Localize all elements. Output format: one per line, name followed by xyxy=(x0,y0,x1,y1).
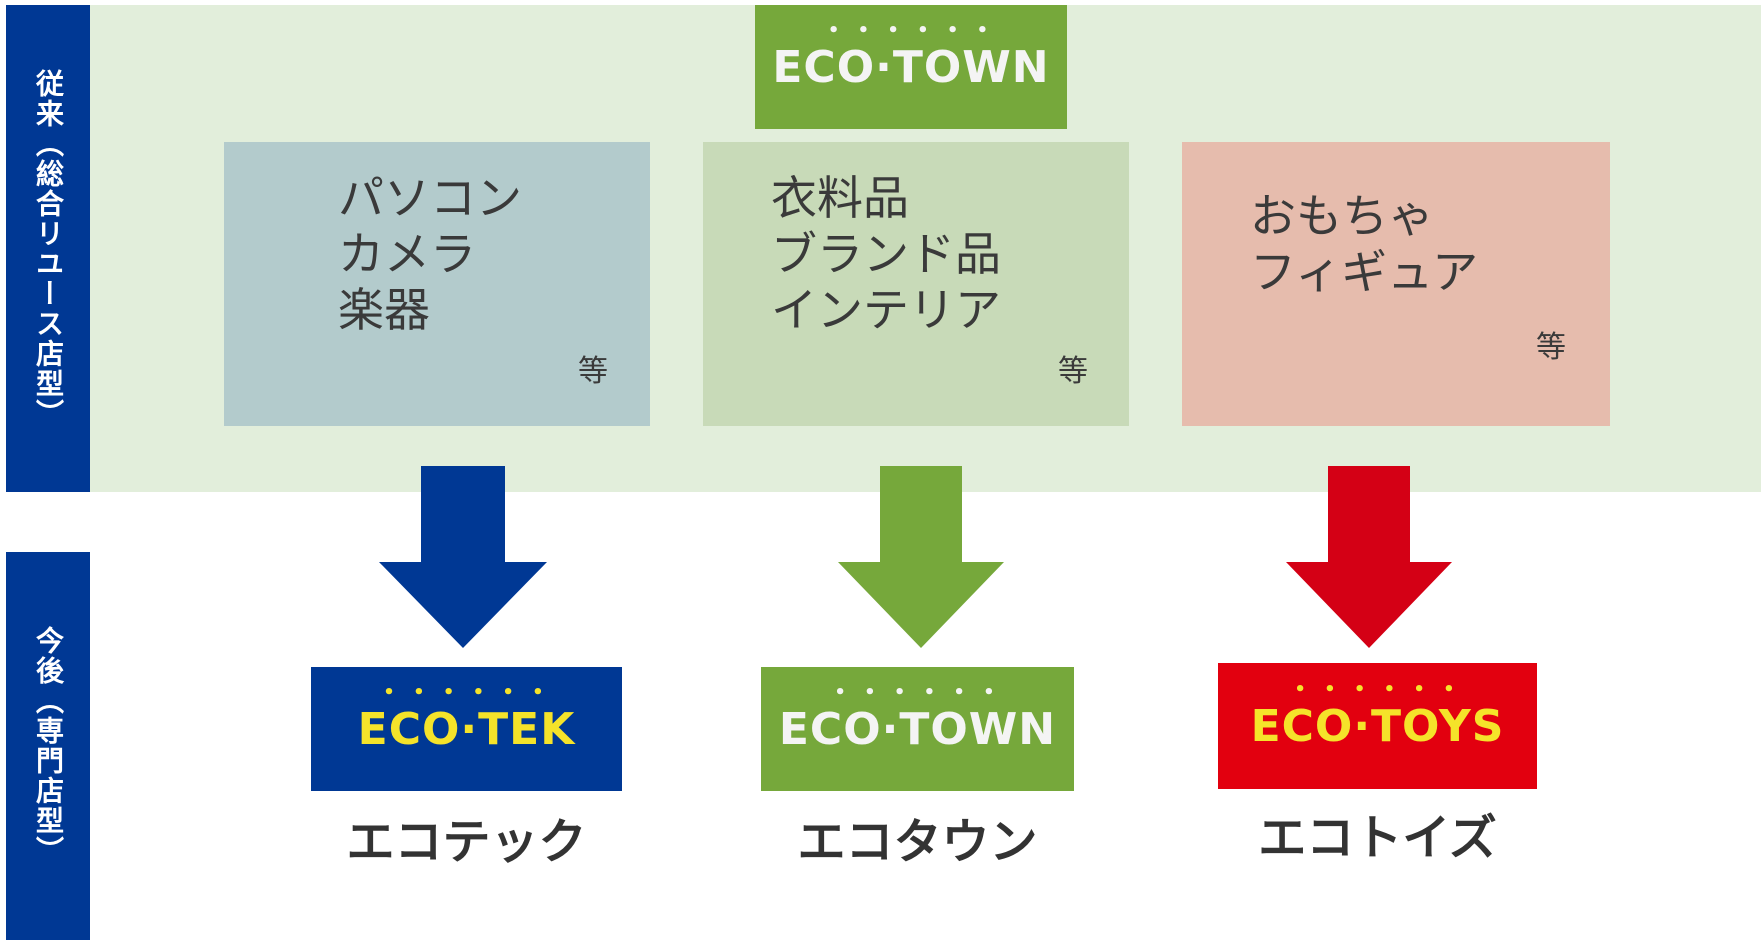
down-arrow-icon xyxy=(1286,466,1452,648)
category-box-clothing: 衣料品 ブランド品 インテリア 等 xyxy=(703,142,1129,426)
down-arrow-icon xyxy=(838,466,1004,648)
category-line: インテリア xyxy=(771,283,1001,337)
ecotown-logo: • • • • • • ECO·TOWN xyxy=(761,667,1074,791)
after-label: 今後（専門店型） xyxy=(32,626,65,866)
logo-text: ECO·TEK xyxy=(357,703,576,755)
category-box-toys: おもちゃ フィギュア 等 xyxy=(1182,142,1610,426)
after-label-bar: 今後（専門店型） xyxy=(6,552,90,940)
category-line: 衣料品 xyxy=(771,171,909,225)
ecotoys-logo: • • • • • • ECO·TOYS xyxy=(1218,663,1537,789)
logo-text: ECO·TOYS xyxy=(1250,700,1505,752)
logo-text: ECO·TOWN xyxy=(778,703,1057,755)
store-name-ecotown: エコタウン xyxy=(797,814,1038,870)
logo-dots-icon: • • • • • • xyxy=(834,681,1001,703)
logo-text: ECO·TOWN xyxy=(772,41,1050,93)
category-line: 楽器 xyxy=(338,283,430,337)
category-line: おもちゃ xyxy=(1250,189,1434,243)
etc-label: 等 xyxy=(578,354,608,389)
logo-dots-icon: • • • • • • xyxy=(1294,678,1461,700)
down-arrow-icon xyxy=(379,466,547,648)
logo-dots-icon: • • • • • • xyxy=(383,681,550,703)
etc-label: 等 xyxy=(1058,354,1088,389)
category-box-electronics: パソコン カメラ 楽器 等 xyxy=(224,142,650,426)
before-label: 従来（総合リユース店型） xyxy=(32,68,65,429)
category-line: カメラ xyxy=(338,227,476,281)
category-line: パソコン xyxy=(338,171,522,225)
logo-dots-icon: • • • • • • xyxy=(827,19,995,41)
category-line: フィギュア xyxy=(1250,245,1479,299)
category-line: ブランド品 xyxy=(771,227,1001,281)
store-name-ecotoys: エコトイズ xyxy=(1258,810,1497,866)
etc-label: 等 xyxy=(1536,330,1566,365)
before-label-bar: 従来（総合リユース店型） xyxy=(6,5,90,492)
ecotek-logo: • • • • • • ECO·TEK xyxy=(311,667,622,791)
ecotown-logo-top: • • • • • • ECO·TOWN xyxy=(755,5,1067,129)
store-name-ecotek: エコテック xyxy=(346,814,587,870)
